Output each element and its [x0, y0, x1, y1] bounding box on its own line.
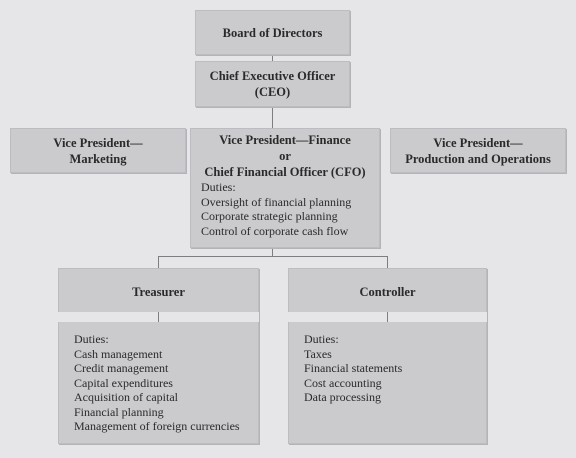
board-title: Board of Directors: [222, 25, 323, 40]
connector-to-treasurer: [158, 256, 159, 268]
connector-treasurer-duties-top: [158, 312, 159, 322]
vp-production-title: Vice President—: [433, 135, 523, 150]
treasurer-duty: Acquisition of capital: [74, 390, 178, 404]
vp-production-dept: Production and Operations: [405, 151, 551, 166]
board-box: Board of Directors: [195, 10, 350, 55]
vp-marketing-title: Vice President—: [53, 135, 143, 150]
controller-panel: Controller Duties: Taxes Financial state…: [288, 268, 487, 444]
treasurer-duty: Cash management: [74, 346, 163, 361]
controller-duty: Financial statements: [304, 361, 403, 375]
vp-production-box: Vice President— Production and Operation…: [390, 128, 566, 173]
treasurer-panel: Treasurer Duties: Cash management Credit…: [58, 268, 259, 444]
controller-duty: Taxes: [304, 346, 332, 361]
treasurer-duty: Management of foreign currencies: [74, 419, 240, 433]
controller-title: Controller: [359, 285, 416, 299]
connector-horizontal: [158, 256, 387, 257]
ceo-title: Chief Executive Officer: [209, 69, 336, 83]
vp-finance-duties: Duties: Oversight of financial planning …: [201, 180, 379, 238]
vp-finance-duty: Oversight of financial planning: [201, 194, 352, 209]
vp-finance-duties-label: Duties:: [201, 180, 236, 194]
treasurer-duties-label: Duties:: [74, 332, 109, 346]
vp-finance-box: Vice President—Finance or Chief Financia…: [190, 128, 380, 248]
vp-marketing-box: Vice President— Marketing: [10, 128, 186, 173]
vp-finance-cfo: Chief Financial Officer (CFO): [204, 165, 366, 179]
treasurer-duty: Financial planning: [74, 404, 164, 419]
vp-finance-duty: Corporate strategic planning: [201, 209, 338, 223]
controller-duties-label: Duties:: [304, 332, 339, 346]
vp-finance-or: or: [279, 149, 291, 163]
treasurer-duty: Capital expenditures: [74, 375, 173, 390]
vp-finance-duty: Control of corporate cash flow: [201, 223, 349, 238]
vp-marketing-dept: Marketing: [69, 151, 127, 166]
treasurer-duty: Credit management: [74, 361, 169, 375]
controller-duties: Duties: Taxes Financial statements Cost …: [304, 332, 402, 405]
ceo-box: Chief Executive Officer (CEO): [195, 61, 350, 107]
connector-board-ceo: [272, 55, 273, 61]
connector-cfo-split: [272, 248, 273, 256]
vp-finance-title: Vice President—Finance: [219, 133, 351, 147]
connector-controller-duties-top: [387, 312, 388, 322]
treasurer-duties: Duties: Cash management Credit managemen…: [74, 332, 240, 434]
connector-to-controller: [387, 256, 388, 268]
ceo-abbrev: (CEO): [254, 85, 291, 99]
treasurer-title: Treasurer: [132, 285, 185, 299]
controller-duty: Cost accounting: [304, 375, 382, 390]
controller-duty: Data processing: [304, 390, 381, 404]
connector-ceo-cfo: [272, 107, 273, 128]
